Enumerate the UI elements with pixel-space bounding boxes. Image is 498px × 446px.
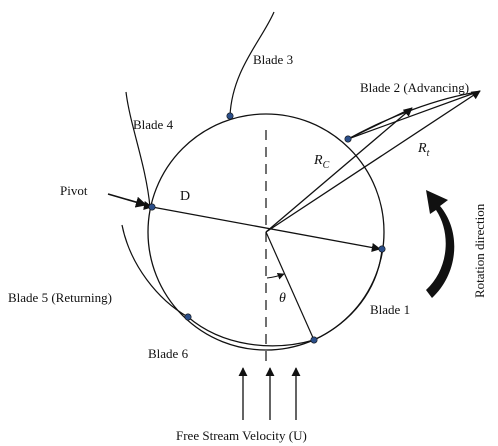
rt-line — [265, 90, 481, 233]
label-theta: θ — [279, 291, 286, 306]
label-rc: RC — [313, 153, 330, 171]
label-pivot: Pivot — [60, 183, 88, 198]
rotation-arrow — [426, 190, 455, 298]
label-blade6: Blade 6 — [148, 346, 189, 361]
label-blade5: Blade 5 (Returning) — [8, 290, 112, 305]
label-freestream: Free Stream Velocity (U) — [176, 428, 307, 443]
label-blade4: Blade 4 — [133, 117, 174, 132]
blade-3 — [229, 11, 275, 117]
pivot-dot-blade5 — [184, 313, 192, 321]
blade2-chord-a — [347, 107, 413, 140]
pivot-dot-blade6 — [310, 336, 318, 344]
diameter-line — [143, 201, 381, 252]
pivot-dot-blade4 — [148, 203, 156, 211]
blade-6 — [187, 316, 315, 347]
theta-arc — [266, 272, 285, 280]
pivot-dot-blade2 — [344, 135, 352, 143]
label-blade3: Blade 3 — [253, 52, 293, 67]
pivot-arrow — [107, 193, 148, 208]
label-rt: Rt — [417, 141, 430, 159]
blade-5 — [121, 224, 189, 318]
label-rotation-direction: Rotation direction — [472, 203, 487, 298]
blade2-chord-b — [347, 90, 481, 140]
theta-radius-line — [265, 231, 315, 341]
label-diameter: D — [180, 189, 190, 204]
blade-4 — [125, 91, 151, 208]
pivot-dot-blade3 — [226, 112, 234, 120]
rc-line — [265, 107, 413, 233]
label-blade2: Blade 2 (Advancing) — [360, 80, 469, 95]
blade-1 — [313, 248, 383, 341]
pivot-dot-blade1 — [378, 245, 386, 253]
label-blade1: Blade 1 — [370, 302, 410, 317]
